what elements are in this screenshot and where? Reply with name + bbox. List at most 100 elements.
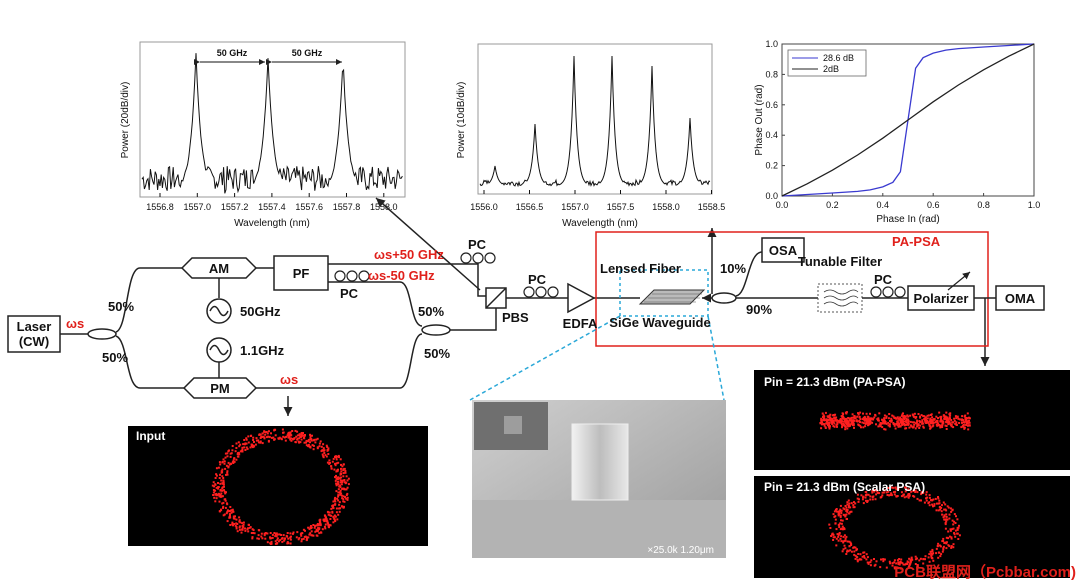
constellation-dot <box>346 479 349 482</box>
constellation-dot <box>846 503 849 506</box>
constellation-dot <box>967 428 970 431</box>
constellation-dot <box>307 438 310 441</box>
constellation-dot <box>883 558 886 561</box>
constellation-dot <box>945 515 948 518</box>
constellation-dot <box>848 502 851 505</box>
constellation-dot <box>220 508 222 511</box>
constellation-dot <box>937 542 940 545</box>
constellation-dot <box>252 439 255 441</box>
constellation-dot <box>846 550 848 553</box>
constellation-input: Input <box>128 426 428 546</box>
constellation-dot <box>224 452 227 455</box>
constellation-dot <box>922 426 925 429</box>
constellation-dot <box>905 486 908 489</box>
constellation-dot <box>337 499 340 502</box>
constellation-dot <box>289 438 292 441</box>
constellation-dot <box>939 420 942 423</box>
constellation-dot <box>327 524 330 527</box>
constellation-dot <box>951 508 954 511</box>
constellation-dot <box>853 415 856 418</box>
constellation-dot <box>860 494 863 497</box>
constellation-dot <box>226 470 229 473</box>
label-pc-2: PC <box>340 286 359 301</box>
constellation-dot <box>903 416 906 419</box>
constellation-dot <box>342 498 345 501</box>
constellation-dot <box>841 519 844 522</box>
constellation-dot <box>339 489 342 492</box>
constellation-dot <box>929 420 932 422</box>
constellation-dot <box>316 446 319 449</box>
constellation-dot <box>318 527 321 530</box>
constellation-dot <box>863 415 866 418</box>
constellation-dot <box>883 419 886 422</box>
constellation-dot <box>937 509 940 512</box>
constellation-dot <box>954 529 957 532</box>
constellation-dot <box>244 449 247 451</box>
constellation-dot <box>848 419 851 422</box>
constellation-dot <box>289 536 292 539</box>
constellation-dot <box>343 481 346 484</box>
constellation-dot <box>838 526 841 528</box>
constellation-dot <box>304 529 306 532</box>
constellation-dot <box>923 415 926 418</box>
constellation-dot <box>917 423 920 426</box>
constellation-dot <box>284 439 287 442</box>
constellation-dot <box>308 528 311 531</box>
constellation-dot <box>936 544 939 547</box>
constellation-dot <box>850 419 853 422</box>
constellation-dot <box>337 461 340 464</box>
phase-ytick-label: 1.0 <box>765 39 778 49</box>
constellation-dot <box>330 514 333 517</box>
constellation-dot <box>278 533 281 536</box>
constellation-dot <box>942 414 945 417</box>
constellation-dot <box>883 418 886 420</box>
constellation-dot <box>343 479 346 481</box>
constellation-dot <box>337 513 340 516</box>
constellation-dot <box>235 518 238 521</box>
constellation-dot <box>234 515 236 518</box>
pc-group <box>334 252 906 298</box>
constellation-dot <box>890 492 893 495</box>
constellation-dot <box>341 497 344 500</box>
label-rf-11: 1.1GHz <box>240 343 285 358</box>
constellation-dot <box>940 415 943 418</box>
constellation-dot <box>908 426 911 429</box>
constellation-dot <box>231 508 234 511</box>
constellation-dot <box>863 551 866 554</box>
constellation-pa-label: Pin = 21.3 dBm (PA-PSA) <box>764 375 905 389</box>
constellation-dot <box>965 424 968 426</box>
constellation-dot <box>227 450 230 453</box>
constellation-dot <box>280 534 283 536</box>
constellation-dot <box>225 491 227 494</box>
constellation-dot <box>920 499 922 502</box>
constellation-dot <box>918 427 921 429</box>
constellation-dot <box>885 416 888 419</box>
constellation-dot <box>282 534 285 537</box>
constellation-dot <box>298 437 301 440</box>
constellation-dot <box>232 515 235 518</box>
constellation-dot <box>961 421 963 424</box>
constellation-dot <box>337 483 340 485</box>
constellation-dot <box>263 532 266 535</box>
constellation-dot <box>958 524 960 527</box>
constellation-dot <box>276 537 279 540</box>
constellation-dot <box>940 553 943 556</box>
constellation-dot <box>905 419 908 422</box>
constellation-dot <box>907 421 910 424</box>
phase-ytick-label: 0.2 <box>765 161 778 171</box>
constellation-dot <box>229 506 232 508</box>
constellation-dot <box>335 477 338 480</box>
constellation-dot <box>294 441 297 444</box>
constellation-dot <box>826 424 829 427</box>
constellation-dot <box>237 452 239 455</box>
constellation-dot <box>926 414 929 417</box>
constellation-dot <box>882 491 885 494</box>
constellation-dot <box>853 419 856 422</box>
constellation-dot <box>948 416 951 419</box>
constellation-dot <box>921 419 924 422</box>
constellation-dot <box>265 431 268 433</box>
constellation-dot <box>323 519 326 522</box>
constellation-dot <box>945 411 948 414</box>
constellation-dot <box>871 489 874 492</box>
